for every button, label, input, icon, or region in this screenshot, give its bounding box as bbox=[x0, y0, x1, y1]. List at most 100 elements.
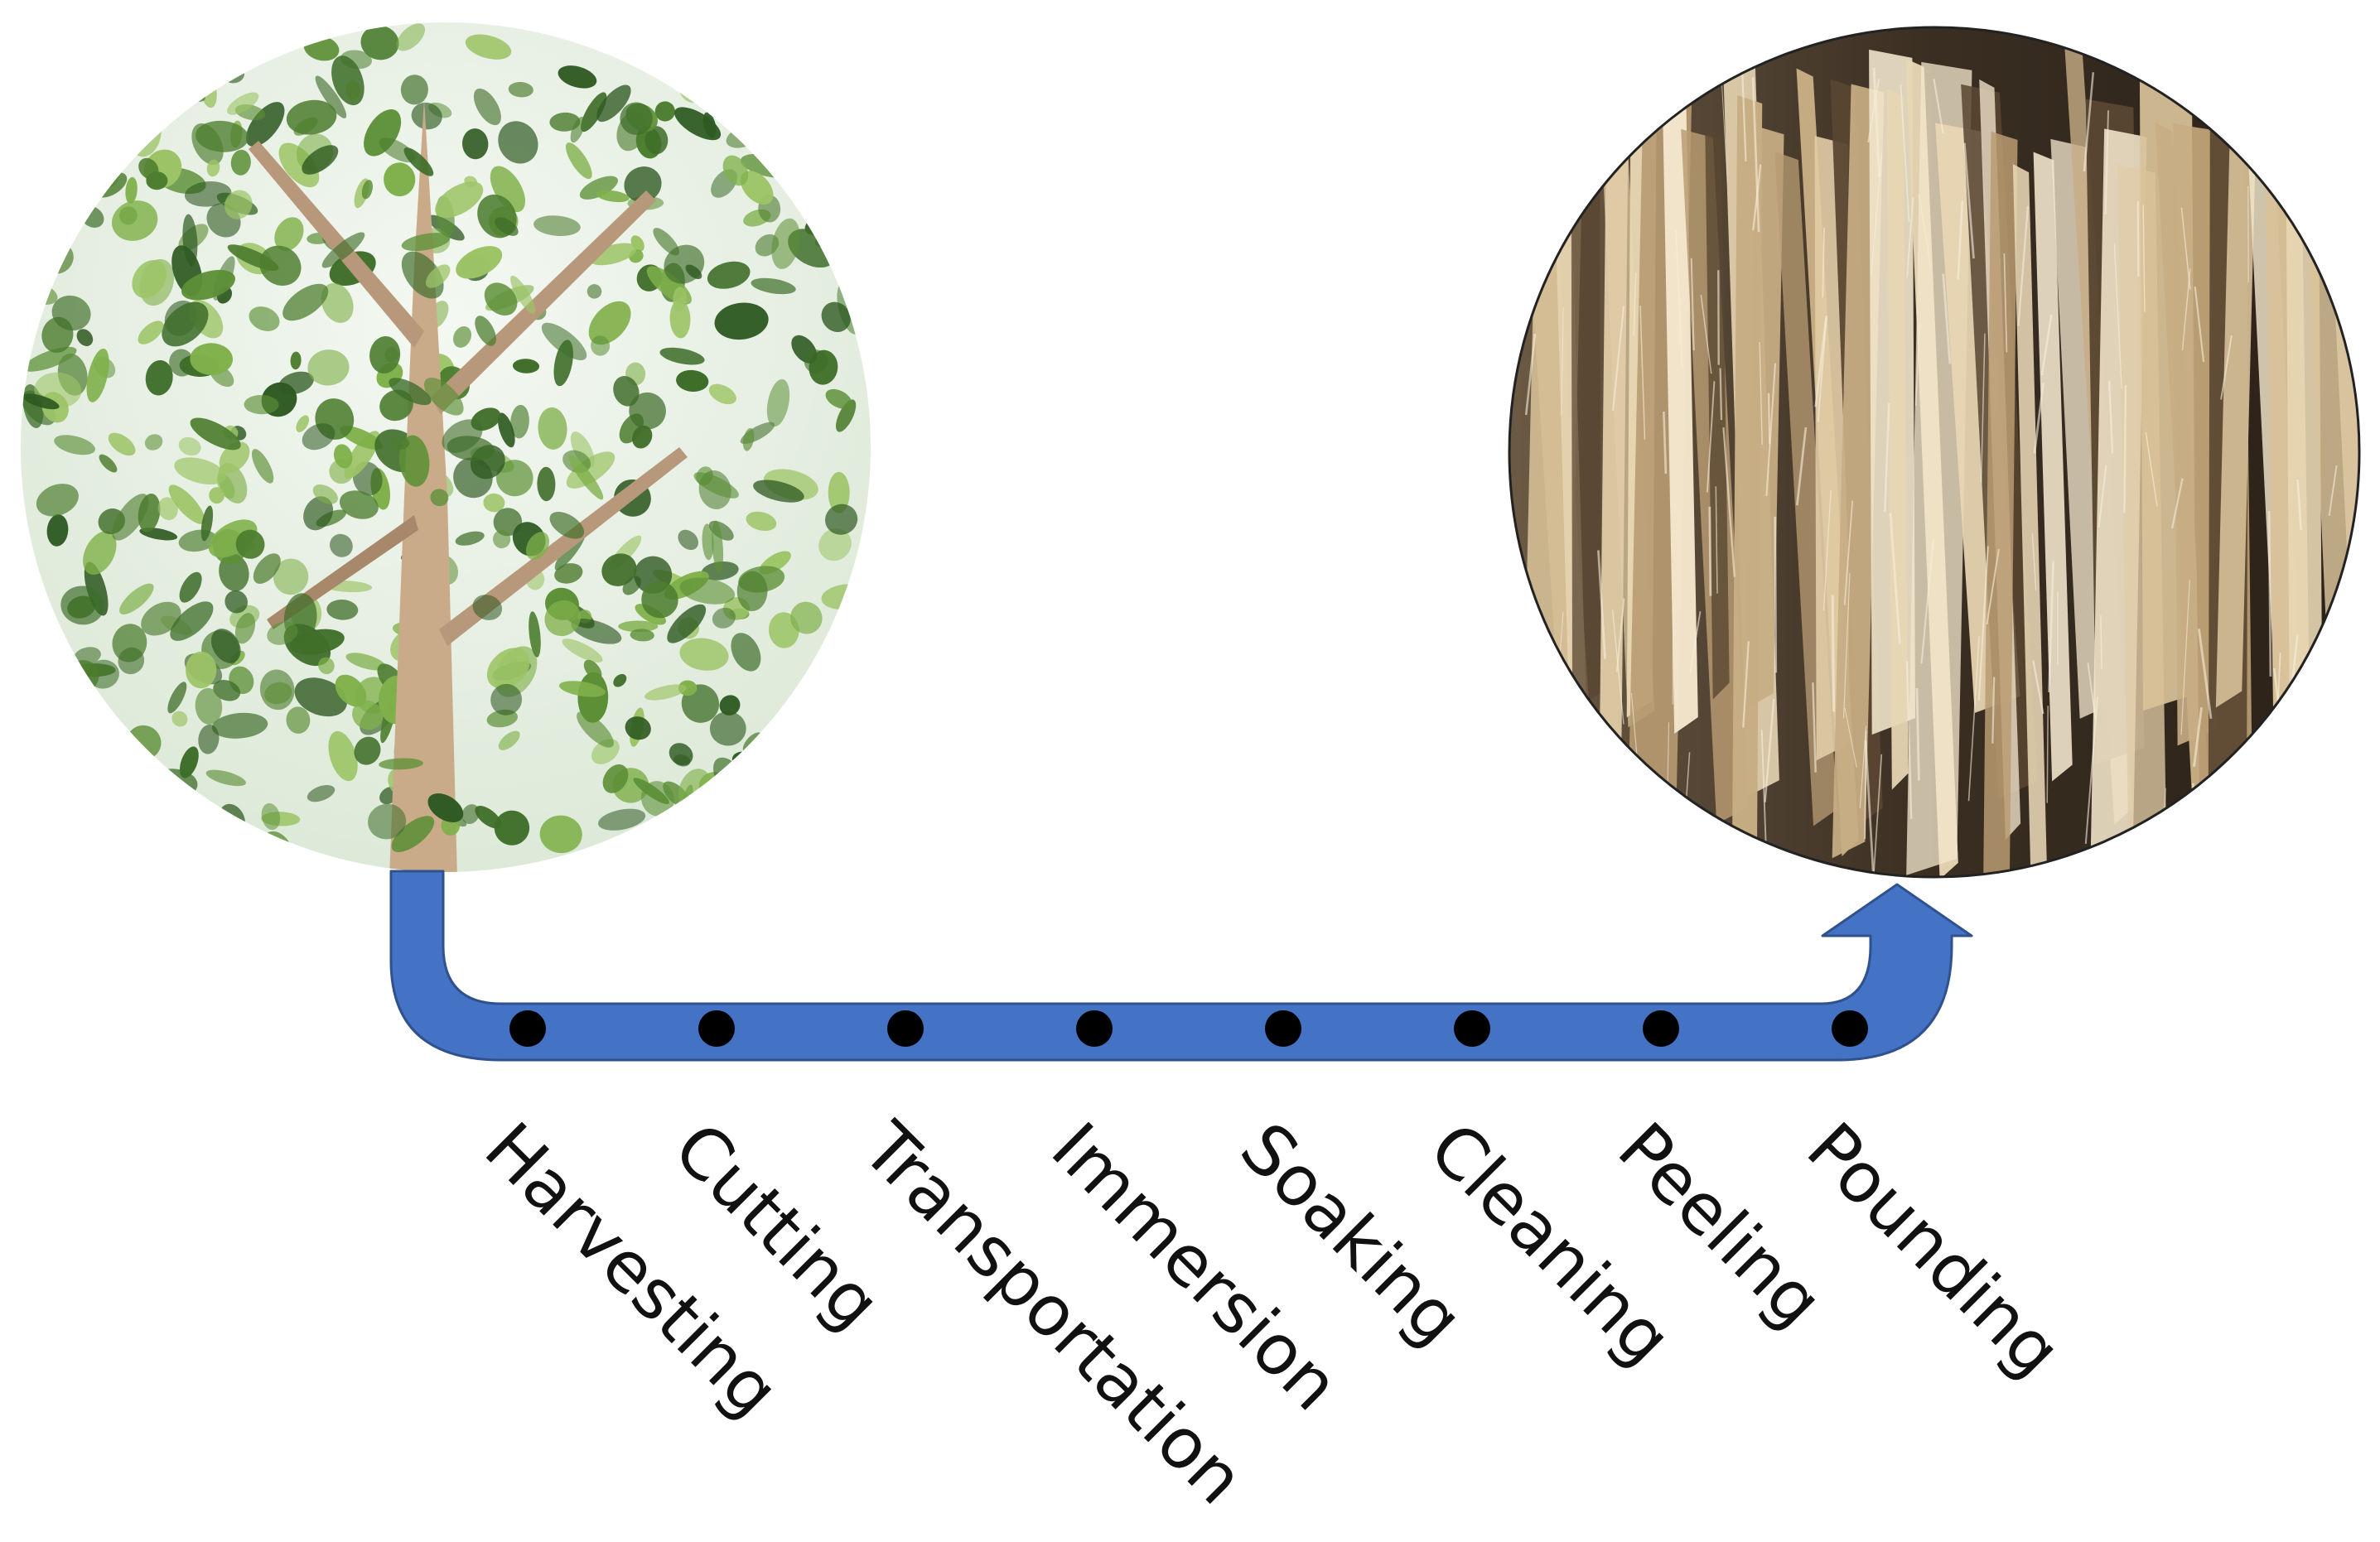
leaf bbox=[821, 301, 851, 332]
leaf bbox=[731, 633, 761, 672]
fiber-thread bbox=[1708, 506, 1712, 596]
leaf bbox=[544, 600, 581, 637]
leaf bbox=[112, 494, 149, 541]
leaf bbox=[315, 75, 347, 118]
leaf bbox=[483, 493, 505, 513]
leaf bbox=[494, 810, 530, 846]
leaf bbox=[767, 785, 787, 806]
fiber-strip bbox=[2302, 101, 2359, 877]
leaf bbox=[673, 754, 691, 767]
fiber-thread bbox=[2083, 72, 2095, 172]
leaf bbox=[321, 232, 365, 268]
leaf bbox=[587, 284, 602, 299]
fiber-thread bbox=[2032, 660, 2044, 715]
fiber-thread bbox=[1991, 677, 1996, 744]
fiber-thread bbox=[2040, 314, 2053, 376]
leaf bbox=[273, 558, 309, 595]
step-dot bbox=[1643, 1010, 1679, 1047]
leaf bbox=[510, 275, 536, 314]
leaf bbox=[838, 666, 867, 704]
leaf bbox=[754, 60, 788, 89]
leaf bbox=[119, 583, 154, 614]
leaf bbox=[137, 769, 162, 802]
leaf bbox=[244, 394, 279, 415]
fiber-thread bbox=[1812, 682, 1817, 773]
leaf bbox=[368, 803, 407, 840]
fiber-thread bbox=[1859, 725, 1867, 808]
fiber-thread bbox=[1612, 764, 1624, 877]
fiber-thread bbox=[2145, 431, 2158, 507]
leaf bbox=[35, 675, 51, 697]
leaf bbox=[127, 839, 156, 857]
leaf bbox=[472, 595, 503, 620]
leaf bbox=[525, 532, 550, 561]
fiber-thread bbox=[2324, 158, 2331, 254]
fiber-thread bbox=[2267, 510, 2272, 677]
leaf bbox=[685, 264, 702, 280]
fiber-thread bbox=[2333, 693, 2341, 822]
leaf bbox=[598, 808, 646, 831]
step-dot bbox=[887, 1010, 924, 1047]
fiber-thread bbox=[2344, 677, 2354, 739]
leaf bbox=[679, 638, 729, 671]
leaf bbox=[549, 511, 585, 539]
leaf bbox=[286, 706, 311, 734]
leaf bbox=[475, 316, 496, 346]
leaf bbox=[99, 454, 118, 473]
leaf bbox=[596, 190, 630, 203]
leaf bbox=[181, 269, 235, 301]
leaf bbox=[708, 383, 736, 405]
fiber-thread bbox=[1980, 333, 1986, 484]
leaf bbox=[211, 712, 268, 739]
fiber-thread bbox=[1872, 67, 1881, 177]
leaf bbox=[430, 489, 449, 507]
leaf bbox=[182, 830, 222, 858]
leaf bbox=[245, 102, 285, 147]
leaf bbox=[484, 282, 518, 316]
fiber-thread bbox=[1844, 707, 1857, 769]
leaf bbox=[714, 302, 769, 340]
leaf bbox=[699, 796, 727, 825]
step-dot bbox=[1076, 1010, 1113, 1047]
leaf bbox=[294, 677, 347, 717]
leaf bbox=[398, 435, 430, 487]
leaf bbox=[143, 788, 169, 805]
fiber-thread bbox=[1751, 77, 1760, 233]
leaf bbox=[224, 590, 248, 614]
leaf bbox=[712, 607, 736, 629]
leaf bbox=[253, 553, 281, 585]
leaf bbox=[205, 769, 246, 787]
leaf bbox=[150, 834, 205, 854]
fiber-thread bbox=[1977, 546, 1989, 701]
leaf bbox=[302, 423, 336, 451]
leaf bbox=[751, 277, 796, 295]
fiber-thread bbox=[1611, 610, 1624, 725]
leaf bbox=[722, 155, 749, 186]
fiber-thread bbox=[2108, 381, 2114, 454]
leaf bbox=[60, 585, 104, 625]
fiber-thread bbox=[1741, 69, 1747, 162]
step-dot bbox=[509, 1010, 546, 1047]
leaf bbox=[559, 681, 606, 697]
leaf bbox=[22, 46, 72, 84]
fiber-thread bbox=[2033, 383, 2044, 454]
fiber-strips bbox=[1522, 34, 2359, 877]
leaf bbox=[558, 65, 597, 89]
leaf bbox=[461, 128, 489, 160]
leaf bbox=[168, 796, 200, 842]
fiber-thread bbox=[2046, 706, 2049, 803]
fiber-thread bbox=[1822, 489, 1832, 611]
tree-foliage-front bbox=[21, 22, 871, 866]
fiber-thread bbox=[1715, 486, 1718, 594]
leaf bbox=[369, 336, 401, 373]
leaf bbox=[641, 581, 678, 619]
leaf bbox=[157, 497, 178, 521]
leaf bbox=[674, 107, 722, 141]
leaf bbox=[384, 162, 416, 197]
fiber-photo bbox=[1509, 27, 2359, 877]
leaf bbox=[818, 528, 852, 561]
leaf bbox=[360, 25, 399, 60]
leaf bbox=[296, 415, 309, 432]
leaf bbox=[321, 282, 354, 323]
